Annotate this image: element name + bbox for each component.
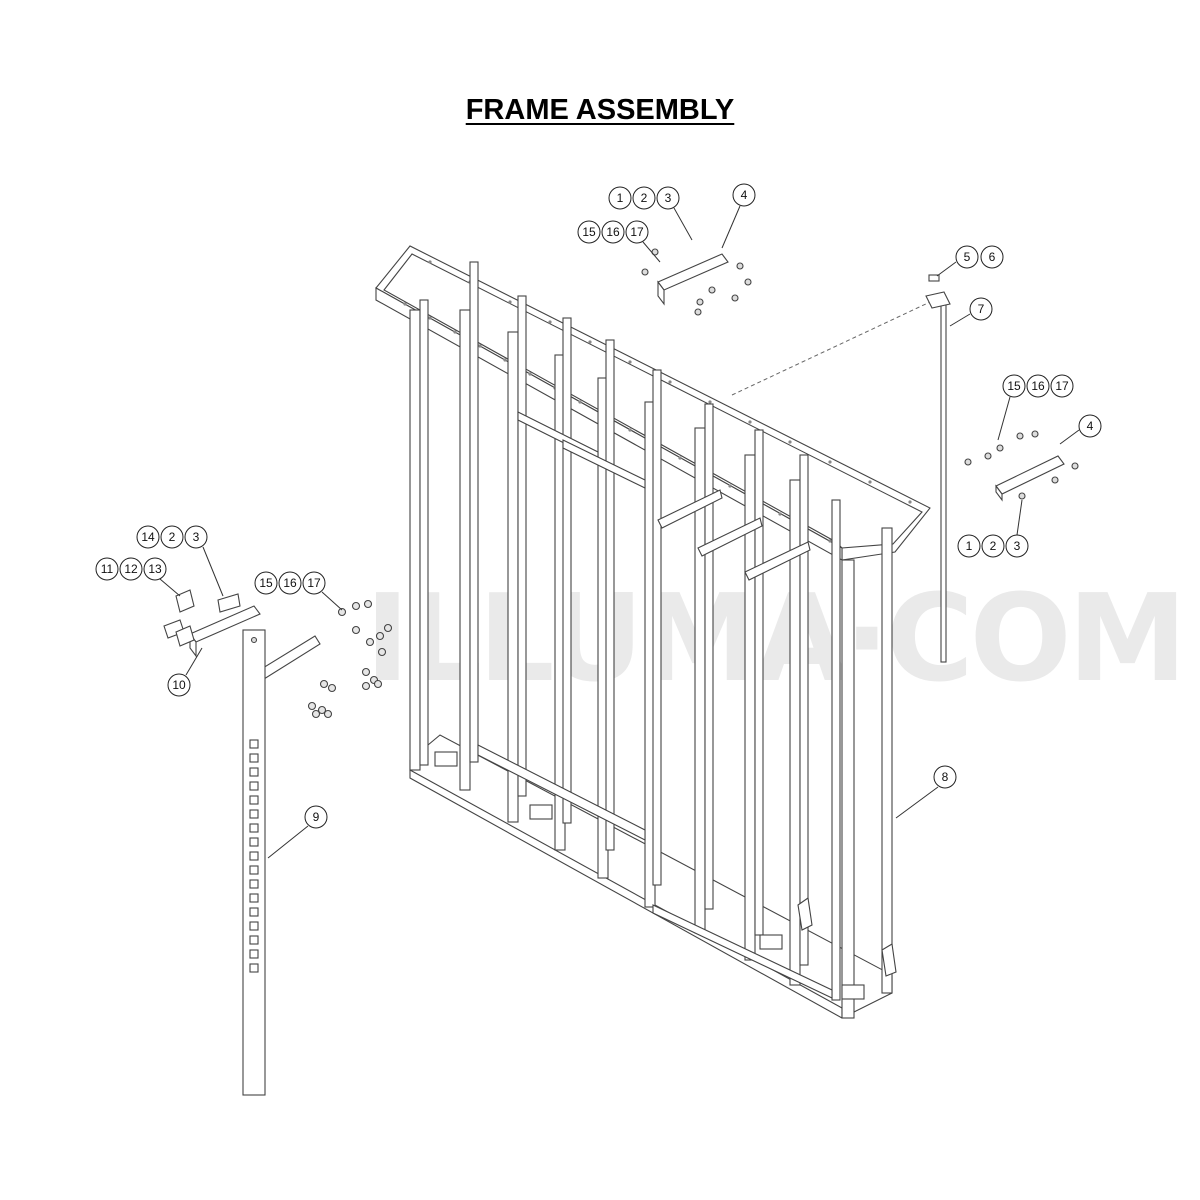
right-bracket-plate: [995, 455, 1065, 495]
watermark: ILLUMA·COM: [365, 570, 1183, 709]
callout-top-4: 4: [721, 183, 756, 249]
callout-right-4: 4: [1059, 414, 1102, 445]
callout-top-1-2-3: 1 2 3: [608, 186, 693, 241]
callout-number: 11: [101, 562, 114, 576]
callout-balloon: [732, 183, 756, 207]
callout-balloon: [1005, 534, 1029, 558]
standard-strip: [242, 629, 266, 1096]
callout-number: 16: [1031, 379, 1045, 393]
callout-number: 1: [966, 539, 973, 553]
callout-number: 12: [124, 562, 138, 576]
callout-balloon: [278, 571, 302, 595]
callout-number: 4: [1087, 419, 1094, 433]
callout-balloon: [981, 534, 1005, 558]
rod-clip: [928, 274, 940, 282]
callout-number: 2: [169, 530, 176, 544]
callout-number: 2: [641, 191, 648, 205]
main-frame: [375, 245, 931, 1019]
callout-number: 15: [582, 225, 596, 239]
right-bracket: [964, 430, 1079, 502]
frame-end-post-left: [409, 309, 421, 771]
left-bolt: [175, 589, 195, 613]
callout-balloon: [1002, 374, 1026, 398]
callout-left-15-16-17: 15 16 17: [254, 571, 343, 611]
callout-balloon: [608, 186, 632, 210]
callout-left-11-12-13: 11 12 13: [95, 557, 181, 597]
callout-number: 15: [1007, 379, 1021, 393]
callout-balloon: [143, 557, 167, 581]
callout-number: 16: [606, 225, 620, 239]
callout-number: 8: [942, 770, 949, 784]
callout-8: 8: [895, 765, 957, 819]
top-bracket: [641, 248, 752, 316]
rod-assembly: [925, 274, 951, 663]
rod-bracket: [925, 291, 951, 309]
callout-balloon: [160, 525, 184, 549]
callout-number: 3: [665, 191, 672, 205]
callout-number: 3: [1014, 539, 1021, 553]
frame-studs: [459, 261, 841, 1001]
frame-braces: [477, 411, 833, 999]
callout-9: 9: [267, 805, 328, 859]
callout-number: 17: [1055, 379, 1069, 393]
callout-number: 5: [964, 250, 971, 264]
callout-balloon: [1026, 374, 1050, 398]
callout-balloon: [304, 805, 328, 829]
callout-balloon: [184, 525, 208, 549]
callout-balloon: [632, 186, 656, 210]
callout-balloon: [577, 220, 601, 244]
callout-number: 7: [978, 302, 985, 316]
frame-end-post-right: [841, 559, 855, 1019]
callout-balloon: [969, 297, 993, 321]
frame-feet: [434, 751, 897, 1000]
callout-number: 14: [141, 530, 155, 544]
page-title: FRAME ASSEMBLY: [465, 94, 735, 126]
callout-right-1-2-3: 1 2 3: [957, 499, 1029, 558]
callout-balloon: [1078, 414, 1102, 438]
callout-balloon: [933, 765, 957, 789]
callout-number: 16: [283, 576, 297, 590]
callout-left-14-2-3: 14 2 3: [136, 525, 224, 597]
callout-number: 3: [193, 530, 200, 544]
callout-balloon: [980, 245, 1004, 269]
left-bracket: [163, 589, 321, 692]
callout-balloon: [955, 245, 979, 269]
callout-balloon: [656, 186, 680, 210]
callout-balloon: [95, 557, 119, 581]
callout-balloon: [625, 220, 649, 244]
top-bracket-plate: [657, 253, 729, 291]
callout-balloon: [167, 673, 191, 697]
left-hardware: [307, 599, 393, 719]
frame-channels: [657, 489, 811, 581]
callout-number: 10: [172, 678, 186, 692]
callout-number: 17: [307, 576, 321, 590]
callout-top-15-16-17: 15 16 17: [577, 220, 661, 263]
callout-number: 2: [990, 539, 997, 553]
callout-number: 17: [630, 225, 644, 239]
callout-right-15-16-17: 15 16 17: [997, 374, 1074, 441]
callout-10: 10: [167, 647, 203, 697]
callout-balloon: [254, 571, 278, 595]
callout-balloon: [1050, 374, 1074, 398]
callout-number: 13: [148, 562, 162, 576]
callout-balloon: [136, 525, 160, 549]
callout-number: 9: [313, 810, 320, 824]
rod: [940, 299, 947, 663]
callout-balloon: [601, 220, 625, 244]
alignment-line: [731, 301, 931, 396]
callout-number: 6: [989, 250, 996, 264]
callout-balloon: [957, 534, 981, 558]
standard-slots: [249, 739, 259, 973]
callout-number: 15: [259, 576, 273, 590]
slotted-standard: [242, 629, 266, 1096]
callout-balloon: [119, 557, 143, 581]
callout-number: 4: [741, 188, 748, 202]
callout-number: 1: [617, 191, 624, 205]
callout-7: 7: [949, 297, 993, 327]
callout-balloon: [302, 571, 326, 595]
